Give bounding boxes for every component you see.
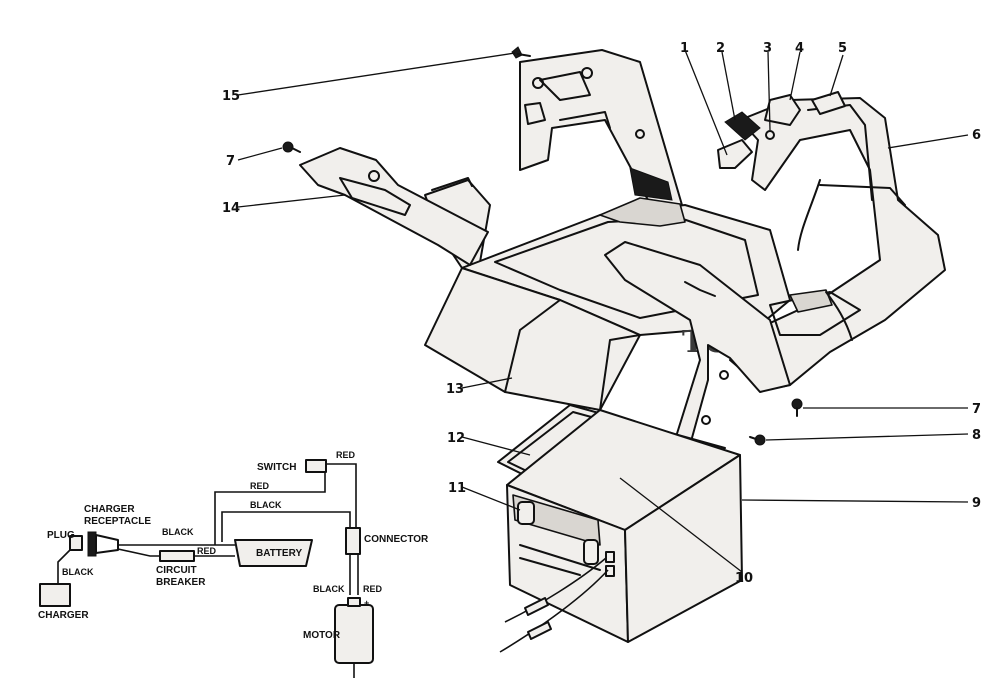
screw-15 (511, 46, 523, 59)
label-black-battery: BLACK (250, 500, 282, 510)
battery-symbol (234, 539, 313, 567)
callout-1: 1 (680, 41, 689, 56)
label-red-switch: RED (336, 450, 356, 460)
screw-8 (754, 434, 766, 446)
callout-2: 2 (716, 41, 725, 56)
label-plus: + (364, 598, 369, 608)
label-black-main: BLACK (162, 527, 194, 537)
left-handle (299, 147, 489, 266)
callout-6: 6 (972, 128, 981, 143)
label-switch: SWITCH (257, 462, 296, 473)
label-black-motor: BLACK (313, 584, 345, 594)
wiring-schematic: PLUG CHARGER RECEPTACLE BLACK CHARGER BL… (38, 450, 429, 678)
label-battery: BATTERY (256, 548, 302, 559)
front-handle (604, 241, 791, 446)
charger-symbol (39, 583, 71, 607)
circuit-breaker-symbol (159, 550, 195, 562)
label-charger-receptacle-line2: RECEPTACLE (84, 516, 151, 527)
label-circuit-breaker-line1: CIRCUIT (156, 565, 197, 576)
callout-12: 12 (447, 431, 465, 446)
label-plug: PLUG (47, 530, 75, 541)
callout-14: 14 (222, 201, 240, 216)
battery-case (499, 409, 743, 653)
label-red-battery: RED (250, 481, 270, 491)
label-black-charger: BLACK (62, 567, 94, 577)
label-charger: CHARGER (38, 610, 89, 621)
callout-4: 4 (795, 41, 804, 56)
label-red-main: RED (197, 546, 217, 556)
label-connector: CONNECTOR (364, 534, 429, 545)
label-red-motor: RED (363, 584, 383, 594)
main-housing: TO (424, 167, 791, 411)
label-motor: MOTOR (303, 630, 341, 641)
callout-13: 13 (446, 382, 464, 397)
callout-7-lower: 7 (972, 402, 981, 417)
charger-receptacle-symbol (87, 531, 97, 557)
callout-10: 10 (735, 571, 753, 586)
callout-9: 9 (972, 496, 981, 511)
callout-3: 3 (763, 41, 772, 56)
connector-symbol (345, 527, 361, 555)
callout-numbers: 1 2 3 4 5 6 7 7 8 9 10 11 12 13 14 15 (222, 41, 981, 586)
label-circuit-breaker-line2: BREAKER (156, 577, 206, 588)
callout-7-upper: 7 (226, 154, 235, 169)
callout-8: 8 (972, 428, 981, 443)
leader-lines (237, 49, 969, 573)
plug-symbol (69, 535, 83, 551)
callout-11: 11 (448, 481, 466, 496)
screw-7-upper (282, 141, 294, 153)
callout-15: 15 (222, 89, 240, 104)
screws (282, 46, 803, 446)
motor-symbol (334, 604, 374, 664)
callout-5: 5 (838, 41, 847, 56)
label-charger-receptacle-line1: CHARGER (84, 504, 135, 515)
switch-assembly (717, 91, 846, 169)
switch-symbol (305, 459, 327, 473)
